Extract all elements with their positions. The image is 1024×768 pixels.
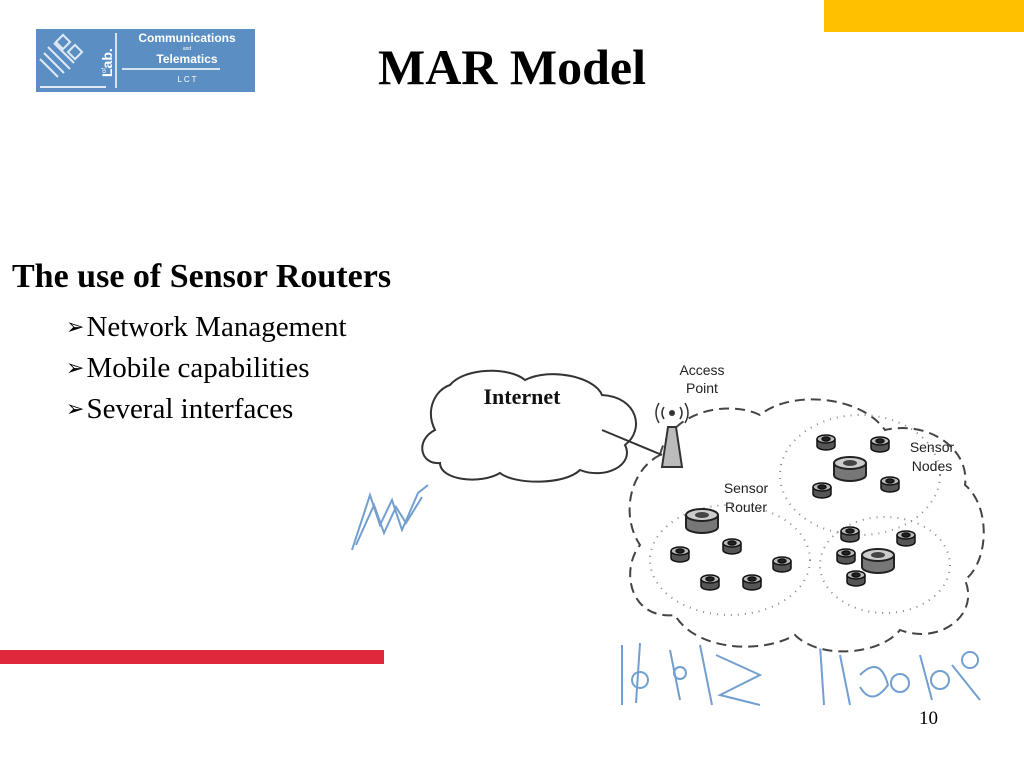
slide-title: MAR Model xyxy=(378,39,646,95)
bullet-item: ➢Mobile capabilities xyxy=(66,348,347,389)
nodes-cluster-boundary xyxy=(779,414,941,536)
corner-accent-bar xyxy=(824,0,1024,32)
sensor-nodes-label-line2: Nodes xyxy=(912,458,952,474)
logo-vertical-small: of xyxy=(102,68,108,73)
bullet-text: Several interfaces xyxy=(86,393,294,425)
router-cluster-boundary xyxy=(649,504,811,616)
bullet-item: ➢Several interfaces xyxy=(66,389,347,430)
sensor-node-icon xyxy=(870,436,890,453)
sensor-node-icon xyxy=(812,482,832,499)
red-divider-bar xyxy=(0,650,384,664)
logo-line3: Telematics xyxy=(156,52,217,66)
bullet-text: Mobile capabilities xyxy=(86,352,310,384)
network-cloud xyxy=(628,398,985,653)
sensor-node-icon xyxy=(836,548,856,565)
sensor-node-icon xyxy=(896,530,916,547)
sensor-node-icon xyxy=(722,538,742,555)
uplink-line xyxy=(601,429,663,456)
sensor-node-icon xyxy=(670,546,690,563)
access-point-icon xyxy=(655,402,689,468)
sensor-node-icon xyxy=(880,476,900,493)
sensor-router-icon xyxy=(833,456,867,482)
sensor-node-icon xyxy=(840,526,860,543)
internet-label: Internet xyxy=(484,384,562,409)
logo-line1: Communications xyxy=(138,31,236,45)
slide-number: 10 xyxy=(919,708,938,729)
lab-logo: Lab. of Communications and Telematics L … xyxy=(36,29,255,92)
arrow-bullet-icon: ➢ xyxy=(66,397,85,422)
right-cluster-boundary xyxy=(819,516,951,614)
sensor-node-icon xyxy=(816,434,836,451)
sensor-router-label-line2: Router xyxy=(725,499,767,515)
internet-cloud xyxy=(421,369,637,483)
arrow-bullet-icon: ➢ xyxy=(66,356,85,381)
logo-line2: and xyxy=(183,46,192,52)
logo-line4: L C T xyxy=(177,75,196,84)
section-heading: The use of Sensor Routers xyxy=(12,258,392,295)
sensor-nodes-label-line1: Sensor xyxy=(910,439,955,455)
logo-vertical-word: Lab. xyxy=(99,48,115,77)
bullet-list: ➢Network Management ➢Mobile capabilities… xyxy=(66,307,347,430)
bullet-item: ➢Network Management xyxy=(66,307,347,348)
scribble-decoration xyxy=(351,484,981,706)
sensor-node-icon xyxy=(846,570,866,587)
access-point-label-line2: Point xyxy=(686,380,718,396)
sensor-node-icon xyxy=(700,574,720,591)
access-point-label-line1: Access xyxy=(679,362,724,378)
sensor-router-icon xyxy=(685,508,719,534)
sensor-router-label-line1: Sensor xyxy=(724,480,769,496)
bullet-text: Network Management xyxy=(86,311,347,343)
network-diagram: Internet Access Point Sensor Router Sens… xyxy=(340,355,1000,715)
sensor-node-icon xyxy=(772,556,792,573)
sensor-router-icon xyxy=(861,548,895,574)
sensor-node-icon xyxy=(742,574,762,591)
arrow-bullet-icon: ➢ xyxy=(66,315,85,340)
